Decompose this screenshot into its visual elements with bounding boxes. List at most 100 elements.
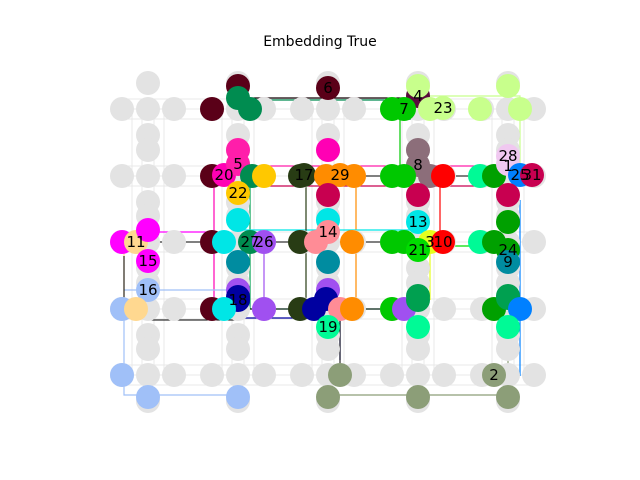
node-6: [316, 76, 340, 100]
grid-node: [136, 97, 160, 121]
node-label-19: 19: [318, 318, 337, 336]
grid-node: [252, 363, 276, 387]
grid-node: [496, 337, 520, 361]
node-label-11: 11: [126, 233, 145, 251]
node-label-7: 7: [399, 100, 409, 118]
node-2: [406, 385, 430, 409]
node-23: [406, 74, 430, 98]
node-label-20: 20: [214, 166, 233, 184]
node-14: [316, 220, 340, 244]
grid-node: [290, 97, 314, 121]
node-label-14: 14: [318, 223, 337, 241]
grid-node: [136, 337, 160, 361]
grid-node: [342, 97, 366, 121]
grid-node: [380, 363, 404, 387]
node-label-10: 10: [433, 233, 452, 251]
grid-node: [162, 164, 186, 188]
node-2: [482, 363, 506, 387]
edge-16: [123, 320, 238, 396]
node-2: [328, 363, 352, 387]
node-label-2: 2: [489, 366, 499, 384]
node-17: [292, 163, 316, 187]
node-27: [238, 97, 262, 121]
node-label-31: 31: [522, 166, 541, 184]
node-9: [316, 250, 340, 274]
grid-node: [136, 164, 160, 188]
node-15: [136, 249, 160, 273]
node-16: [110, 363, 134, 387]
node-label-1: 1: [503, 157, 513, 175]
node-26: [252, 297, 276, 321]
node-16: [226, 385, 250, 409]
grid-node: [522, 230, 546, 254]
grid-node: [162, 230, 186, 254]
grid-node: [110, 97, 134, 121]
node-label-21: 21: [408, 241, 427, 259]
node-10: [431, 164, 455, 188]
node-22: [252, 164, 276, 188]
grid-node: [226, 337, 250, 361]
node-24: [496, 210, 520, 234]
node-11: [124, 297, 148, 321]
grid-node: [432, 363, 456, 387]
node-label-16: 16: [138, 281, 157, 299]
node-7: [392, 97, 416, 121]
grid-node: [162, 297, 186, 321]
node-13: [226, 208, 250, 232]
node-19: [496, 315, 520, 339]
node-label-24: 24: [498, 241, 517, 259]
node-label-3: 3: [425, 233, 435, 251]
node-9: [496, 250, 520, 274]
node-23: [468, 97, 492, 121]
grid-node: [406, 337, 430, 361]
grid-node: [226, 363, 250, 387]
node-label-25: 25: [510, 166, 529, 184]
node-label-27: 27: [240, 233, 259, 251]
node-16: [136, 278, 160, 302]
node-9: [226, 250, 250, 274]
node-16: [136, 385, 160, 409]
node-label-9: 9: [503, 253, 513, 271]
grid-node: [316, 337, 340, 361]
node-label-6: 6: [323, 79, 333, 97]
node-23: [496, 74, 520, 98]
node-29: [340, 230, 364, 254]
grid-node: [316, 97, 340, 121]
node-label-28: 28: [498, 147, 517, 165]
node-20: [316, 138, 340, 162]
node-label-22: 22: [228, 184, 247, 202]
node-31: [496, 183, 520, 207]
node-label-4: 4: [413, 87, 423, 105]
grid-node: [136, 363, 160, 387]
node-label-15: 15: [138, 252, 157, 270]
node-25: [508, 297, 532, 321]
node-13: [406, 210, 430, 234]
node-label-5: 5: [233, 155, 243, 173]
node-31: [316, 183, 340, 207]
page-title: Embedding True: [263, 34, 377, 50]
node-29: [342, 164, 366, 188]
grid-node: [136, 138, 160, 162]
node-label-29: 29: [330, 166, 349, 184]
node-label-26: 26: [254, 233, 273, 251]
grid-node: [522, 363, 546, 387]
node-2: [496, 385, 520, 409]
node-31: [520, 163, 544, 187]
node-23: [508, 97, 532, 121]
node-6: [200, 97, 224, 121]
grid-node: [136, 71, 160, 95]
node-label-23: 23: [433, 99, 452, 117]
node-13: [212, 230, 236, 254]
node-label-13: 13: [408, 213, 427, 231]
node-label-17: 17: [294, 166, 313, 184]
grid-node: [110, 164, 134, 188]
node-23: [431, 96, 455, 120]
node-29: [340, 297, 364, 321]
node-label-8: 8: [413, 156, 423, 174]
node-22: [226, 181, 250, 205]
node-layer: [110, 71, 546, 413]
node-31: [406, 183, 430, 207]
node-19: [406, 315, 430, 339]
